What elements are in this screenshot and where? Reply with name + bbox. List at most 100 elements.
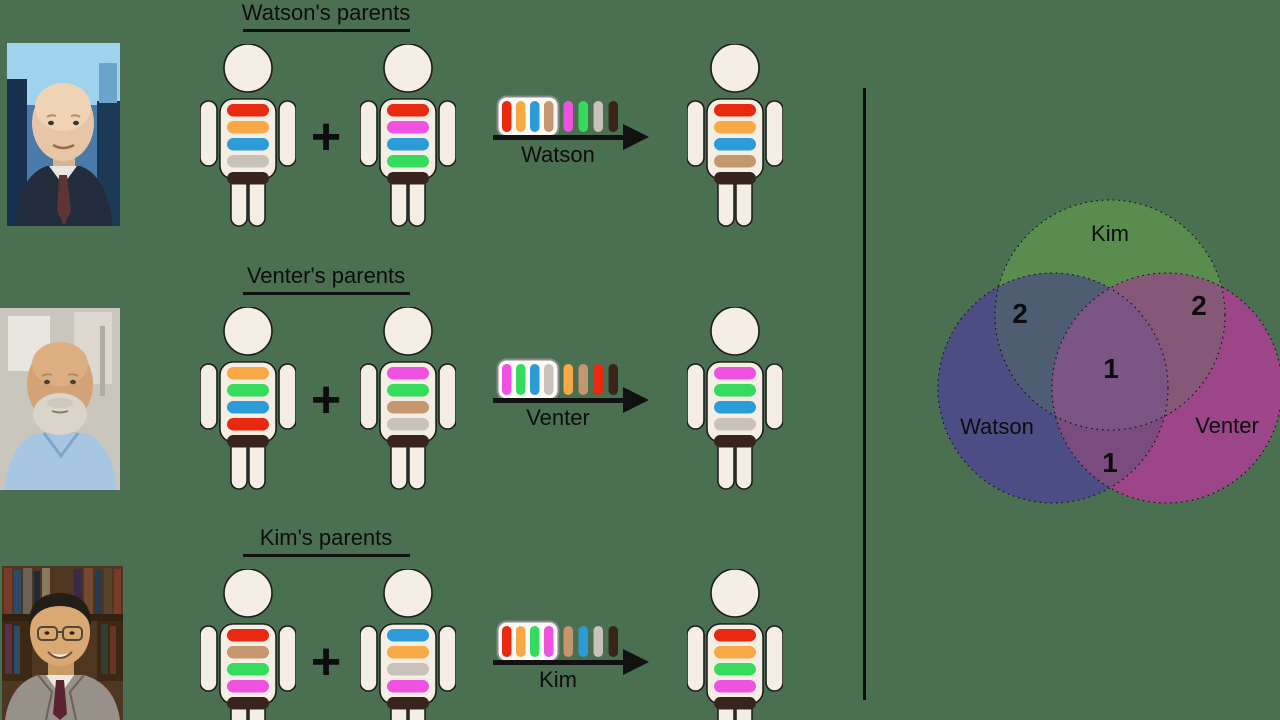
kim-portrait-image [2, 566, 123, 720]
section-kim: Kim's parents + [0, 521, 872, 720]
venter-parent2-figure [359, 306, 457, 491]
watson-portrait-image [7, 43, 120, 226]
genome-bar-blue [227, 138, 269, 151]
genome-bar-green [714, 663, 756, 676]
sequenced-bar-magenta [502, 364, 512, 395]
venter-portrait-image [0, 308, 120, 490]
person-arm [278, 625, 297, 692]
genome-bar-magenta [387, 680, 429, 693]
venter-parent1-figure [199, 306, 297, 491]
loose-bar-silver [593, 626, 603, 657]
venter-parents-title: Venter's parents [246, 263, 406, 288]
kim-parent2-figure [359, 568, 457, 720]
genome-bar-silver [714, 418, 756, 431]
sequenced-bar-blue [530, 364, 540, 395]
genome-bar-orange [714, 121, 756, 134]
kim-parents-title: Kim's parents [259, 525, 393, 550]
genome-bar-green [387, 384, 429, 397]
person-arm [438, 100, 457, 167]
sequencing-label: Watson [521, 142, 595, 167]
loose-bar-darkbrown [608, 101, 618, 132]
sequenced-bar-red [502, 626, 512, 657]
loose-bar-magenta [563, 101, 573, 132]
genome-bar-silver [387, 663, 429, 676]
genome-bar-magenta [714, 680, 756, 693]
venn-dotted-outlines [937, 199, 1280, 504]
sequenced-bar-green [530, 626, 540, 657]
genome-bar-darkbrown [714, 435, 756, 448]
person-arm [438, 625, 457, 692]
person-arm [278, 100, 297, 167]
person-arm [199, 625, 218, 692]
loose-bar-tan [563, 626, 573, 657]
watson-parent1-figure [199, 43, 297, 228]
genome-bar-magenta [227, 680, 269, 693]
arrow-head-icon [623, 649, 649, 675]
genome-bar-darkbrown [387, 435, 429, 448]
person-head [383, 306, 433, 356]
person-arm [765, 363, 784, 430]
sequenced-bar-silver [544, 364, 554, 395]
title-underline [243, 554, 410, 557]
genome-bar-silver [387, 418, 429, 431]
genome-bar-red [387, 104, 429, 117]
genome-bar-orange [714, 646, 756, 659]
dna-sequencer-icon [496, 358, 626, 402]
loose-bar-red [593, 364, 603, 395]
sequenced-bar-magenta [544, 626, 554, 657]
venn-count-watson-kim: 2 [1012, 298, 1028, 329]
loose-bar-blue [578, 626, 588, 657]
person-arm [765, 100, 784, 167]
person-arm [438, 363, 457, 430]
venn-venter-label: Venter [1195, 413, 1259, 438]
genome-bar-blue [227, 401, 269, 414]
genome-bar-darkbrown [227, 435, 269, 448]
person-pictogram [686, 43, 784, 227]
genome-bar-darkbrown [227, 697, 269, 710]
genome-bar-orange [227, 121, 269, 134]
genome-bar-red [714, 104, 756, 117]
genome-bar-silver [227, 155, 269, 168]
plus-icon: + [310, 371, 342, 429]
venn-count-watson-venter: 1 [1102, 447, 1118, 478]
title-underline [243, 29, 410, 32]
venter-photo [0, 308, 120, 490]
genome-bar-green [387, 155, 429, 168]
genome-bar-darkbrown [714, 697, 756, 710]
sequencer-machine [496, 95, 618, 138]
person-arm [686, 363, 705, 430]
sequencing-label: Kim [539, 667, 577, 692]
loose-bar-darkbrown [608, 364, 618, 395]
genome-bar-darkbrown [227, 172, 269, 185]
genome-bar-red [227, 418, 269, 431]
sequenced-bar-blue [530, 101, 540, 132]
person-arm [359, 363, 378, 430]
person-arm [359, 625, 378, 692]
person-head [223, 43, 273, 93]
loose-bar-tan [578, 364, 588, 395]
genome-bar-tan [227, 646, 269, 659]
person-pictogram [199, 568, 297, 720]
person-pictogram [359, 568, 457, 720]
loose-bar-green [578, 101, 588, 132]
genome-bar-darkbrown [714, 172, 756, 185]
genome-bar-magenta [387, 121, 429, 134]
sequencing-arrow [493, 135, 625, 140]
dna-sequencer-icon [496, 95, 626, 139]
sequenced-bar-red [502, 101, 512, 132]
sequencing-arrow [493, 398, 625, 403]
watson-genome-figure [686, 43, 784, 228]
kim-genome-figure [686, 568, 784, 720]
person-head [223, 306, 273, 356]
venn-count-kim-venter: 2 [1191, 290, 1207, 321]
sequenced-bar-orange [516, 626, 526, 657]
person-pictogram [359, 306, 457, 490]
person-head [383, 43, 433, 93]
kim-photo [2, 566, 123, 720]
person-pictogram [199, 306, 297, 490]
person-arm [199, 100, 218, 167]
genome-bar-orange [227, 367, 269, 380]
sequencing-arrow [493, 660, 625, 665]
genome-bar-green [227, 384, 269, 397]
